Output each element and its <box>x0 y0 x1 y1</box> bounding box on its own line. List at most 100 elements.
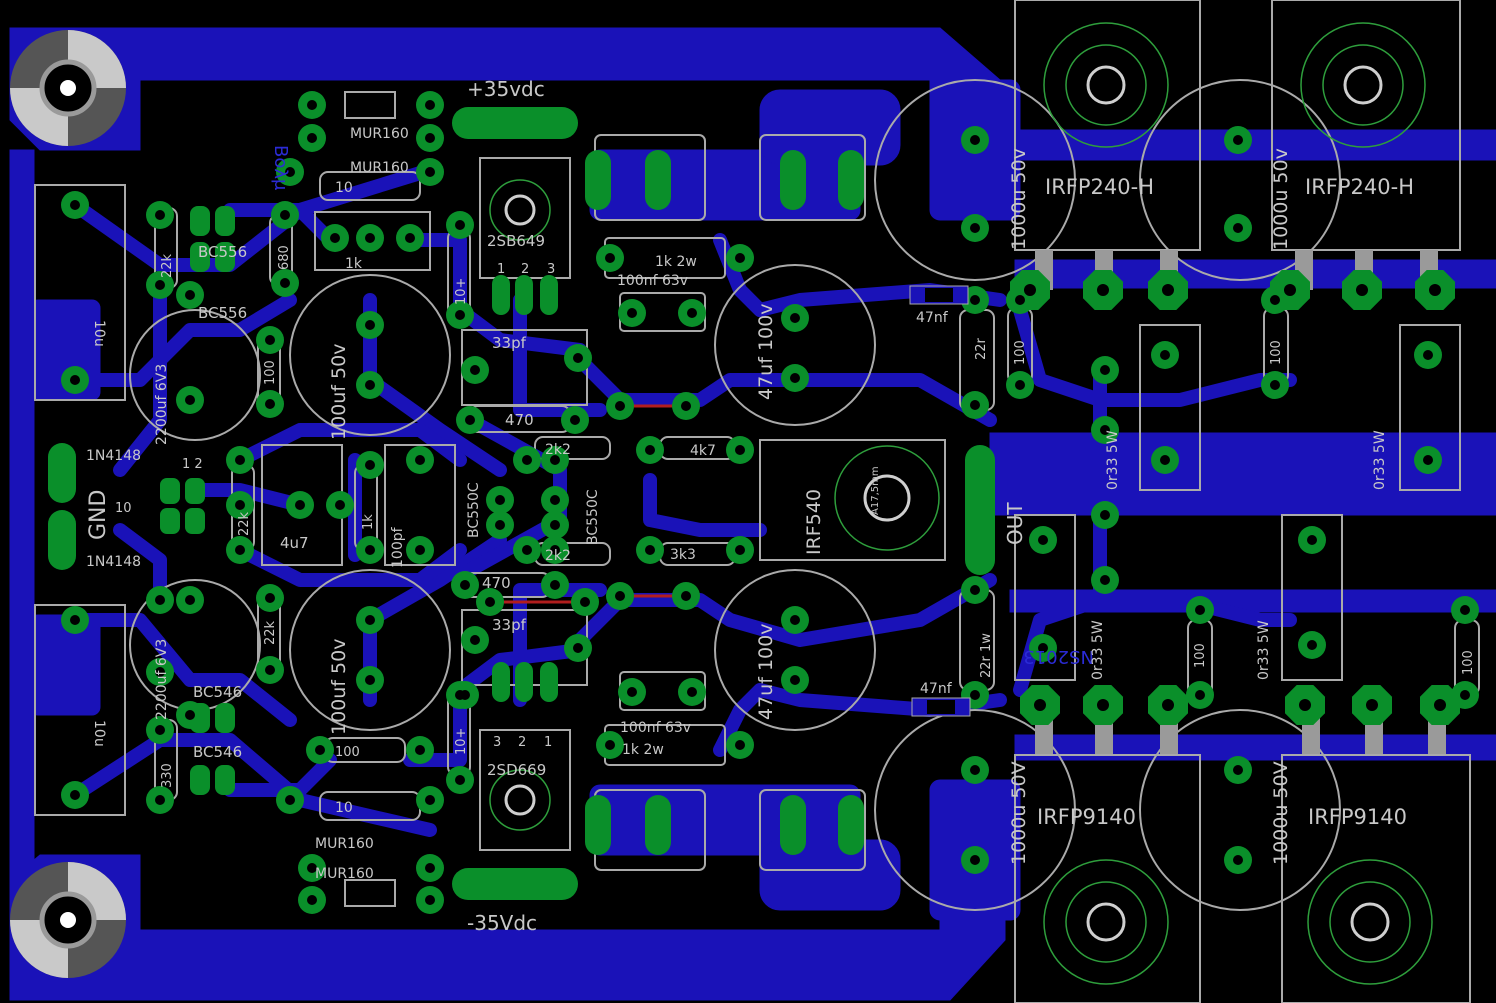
pad-hole <box>307 100 317 110</box>
pad-hole <box>970 765 980 775</box>
r4k7: 4k7 <box>690 443 716 459</box>
pad-hole <box>1195 690 1205 700</box>
pad-hole <box>70 615 80 625</box>
pad-hole <box>235 455 245 465</box>
pad-hole <box>495 495 505 505</box>
pad-hole <box>155 210 165 220</box>
pad-hole <box>415 455 425 465</box>
r680: 680 <box>277 245 292 270</box>
pad-hole <box>615 401 625 411</box>
pad-hole <box>460 580 470 590</box>
pad-hole <box>265 335 275 345</box>
pad-hole <box>790 615 800 625</box>
pad-hole <box>185 290 195 300</box>
pad-hole <box>1034 699 1046 711</box>
pad-hole <box>970 585 980 595</box>
pad-hole <box>1423 350 1433 360</box>
r1k: 1k <box>361 514 376 530</box>
r330: 330 <box>160 763 175 788</box>
rail-connectors <box>48 107 995 900</box>
r0r33-3: 0r33 5W <box>1090 620 1106 680</box>
pad-hole <box>790 313 800 323</box>
r0r33-2: 0r33 5W <box>1372 430 1388 490</box>
pad-hole <box>265 399 275 409</box>
smd-caps <box>909 285 971 717</box>
pad-hole <box>735 253 745 263</box>
pad-hole <box>1160 455 1170 465</box>
pad-hole <box>970 295 980 305</box>
pad-hole <box>735 445 745 455</box>
pad-hole <box>1100 575 1110 585</box>
pad-hole <box>70 375 80 385</box>
pad-hole <box>1460 605 1470 615</box>
pad-hole <box>265 593 275 603</box>
pad-hole <box>573 353 583 363</box>
pad-hole <box>550 495 560 505</box>
pad-hole <box>681 401 691 411</box>
mur160-bot-1: MUR160 <box>315 836 374 852</box>
mur160-bot-2: MUR160 <box>315 866 374 882</box>
r3k3: 3k3 <box>670 547 696 563</box>
r470-top: 470 <box>505 411 534 429</box>
pad-hole <box>425 167 435 177</box>
pad-hole <box>265 665 275 675</box>
pad-hole <box>425 133 435 143</box>
q-2sd669: 2SD669 <box>487 761 546 779</box>
r100-gate-1: 100 <box>1013 340 1028 365</box>
irfp240-1: IRFP240-H <box>1045 175 1154 199</box>
pad-hole <box>295 500 305 510</box>
pad-hole <box>470 365 480 375</box>
negative-rail-label: -35Vdc <box>467 911 537 935</box>
c100uf-bot: 100uf 50v <box>328 639 350 735</box>
pad-hole <box>1097 284 1109 296</box>
mur160-top-1: MUR160 <box>350 126 409 142</box>
mosfet-pad-octagons <box>1010 270 1460 725</box>
pad-hole <box>365 380 375 390</box>
pad-hole <box>425 100 435 110</box>
pad-holes <box>70 100 1470 905</box>
irfp9140-1: IRFP9140 <box>1037 805 1136 829</box>
pad-hole <box>550 520 560 530</box>
pad-hole <box>1024 284 1036 296</box>
pad-hole <box>365 675 375 685</box>
r1k2w-top: 1k 2w <box>655 254 697 270</box>
pad-hole <box>485 597 495 607</box>
irfp9140-2: IRFP9140 <box>1308 805 1407 829</box>
heatsink-rings <box>489 22 1433 985</box>
pad-hole <box>1423 455 1433 465</box>
pad-hole <box>307 133 317 143</box>
pad-hole <box>307 895 317 905</box>
pad-hole <box>185 710 195 720</box>
c100pf: 100pf <box>390 526 406 568</box>
bc556-2: BC556 <box>198 304 247 322</box>
r0r33-4: 0r33 5W <box>1256 620 1272 680</box>
pad-hole <box>1195 605 1205 615</box>
pad-hole <box>495 520 505 530</box>
r0r33-1: 0r33 5W <box>1105 430 1121 490</box>
pad-hole <box>470 635 480 645</box>
pad-hole <box>155 280 165 290</box>
pad-hole <box>605 253 615 263</box>
r22k-b: 22k <box>237 511 252 536</box>
pad-hole <box>615 591 625 601</box>
pad-hole <box>735 545 745 555</box>
pad-hole <box>1307 640 1317 650</box>
pin-label-top-1: 1 <box>497 262 505 277</box>
mounting-hole-top <box>10 30 126 146</box>
pad-hole <box>522 455 532 465</box>
mur160-top-2: MUR160 <box>350 160 409 176</box>
pad-hole <box>465 415 475 425</box>
heatsink-note: A17,5mm <box>870 466 881 515</box>
ground-label: GND <box>86 490 111 540</box>
pad-hole <box>1460 690 1470 700</box>
pad-hole <box>365 320 375 330</box>
pad-hole <box>1233 855 1243 865</box>
pad-hole <box>970 855 980 865</box>
pad-hole <box>645 545 655 555</box>
r10-top: 10 <box>335 180 353 196</box>
r100-gate-3: 100 <box>1193 643 1208 668</box>
pad-hole <box>425 795 435 805</box>
r2k2-top: 2k2 <box>545 442 571 458</box>
r100-gate-4: 100 <box>1461 650 1476 675</box>
pad-hole <box>235 500 245 510</box>
